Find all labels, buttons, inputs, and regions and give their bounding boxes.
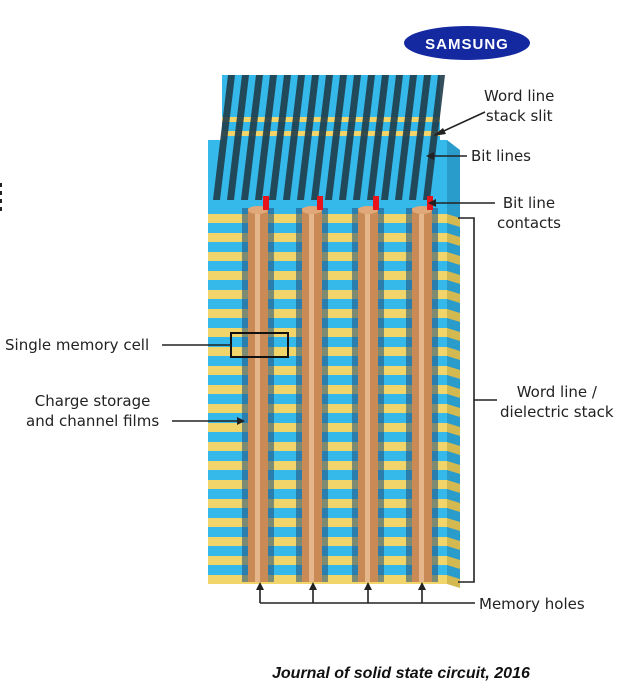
bit-line [325,75,347,200]
pillar-highlight [255,208,260,582]
word-line-layer-side [447,385,460,398]
bit-line [381,75,403,200]
word-line-layer-side [447,537,460,550]
pillar-highlight [309,208,314,582]
word-line-layer-side [447,309,460,322]
word-line-layer-side [447,347,460,360]
label-line: Charge storage [34,392,151,410]
label-single-memory-cell: Single memory cell [5,336,150,354]
word-line-layer-side [447,290,460,303]
bit-line [367,75,389,200]
source-caption: Journal of solid state circuit, 2016 [272,665,530,682]
word-line-layer-side [447,442,460,455]
label-line: Word line / [516,383,597,401]
bit-line-contact [373,196,379,210]
word-line-layer-side [447,328,460,341]
bit-line [227,75,249,200]
bit-line [339,75,361,200]
word-line-layer-side [447,233,460,246]
bit-line [241,75,263,200]
label-line: Word line [484,87,555,105]
word-line-layer-side [447,252,460,265]
label-line: dielectric stack [500,403,614,421]
label-word-line-dielectric: Word line / dielectric stack [500,382,614,422]
label-line: Bit line [502,194,556,212]
memory-holes [242,196,438,582]
label-memory-holes: Memory holes [479,595,585,613]
bit-line [353,75,375,200]
logo-text: SAMSUNG [425,36,509,53]
label-charge-storage: Charge storage and channel films [26,391,159,431]
bit-line-contact [317,196,323,210]
bit-line [297,75,319,200]
bit-line [269,75,291,200]
edge-marks [0,183,3,215]
label-bit-lines: Bit lines [471,147,531,165]
bit-line [283,75,305,200]
word-line-layer-side [447,556,460,569]
word-line-layer-side [447,499,460,512]
word-line-layer-side [447,366,460,379]
label-word-line-stack-slit: Word line stack slit [484,86,554,126]
label-line: contacts [497,214,561,232]
bit-line [311,75,333,200]
bit-line [213,75,235,200]
word-line-layer-side [447,214,460,227]
bit-line [409,75,431,200]
word-line-layer-side [447,518,460,531]
bit-line [395,75,417,200]
bit-line [423,75,445,200]
word-line-layer-side [447,461,460,474]
word-line-layer-side [447,480,460,493]
label-bit-line-contacts: Bit line contacts [497,193,561,233]
pillar-highlight [365,208,370,582]
label-line: and channel films [26,412,160,430]
bit-lines [213,75,445,200]
word-line-layer-side [447,404,460,417]
word-line-layer-side [447,575,460,588]
samsung-logo: SAMSUNG [404,26,530,60]
arrow-heads [237,128,446,590]
bit-line [255,75,277,200]
word-line-layer-side [447,271,460,284]
label-line: stack slit [485,107,553,125]
pillar-highlight [419,208,424,582]
bit-line-contact [263,196,269,210]
word-line-layer-side [447,423,460,436]
